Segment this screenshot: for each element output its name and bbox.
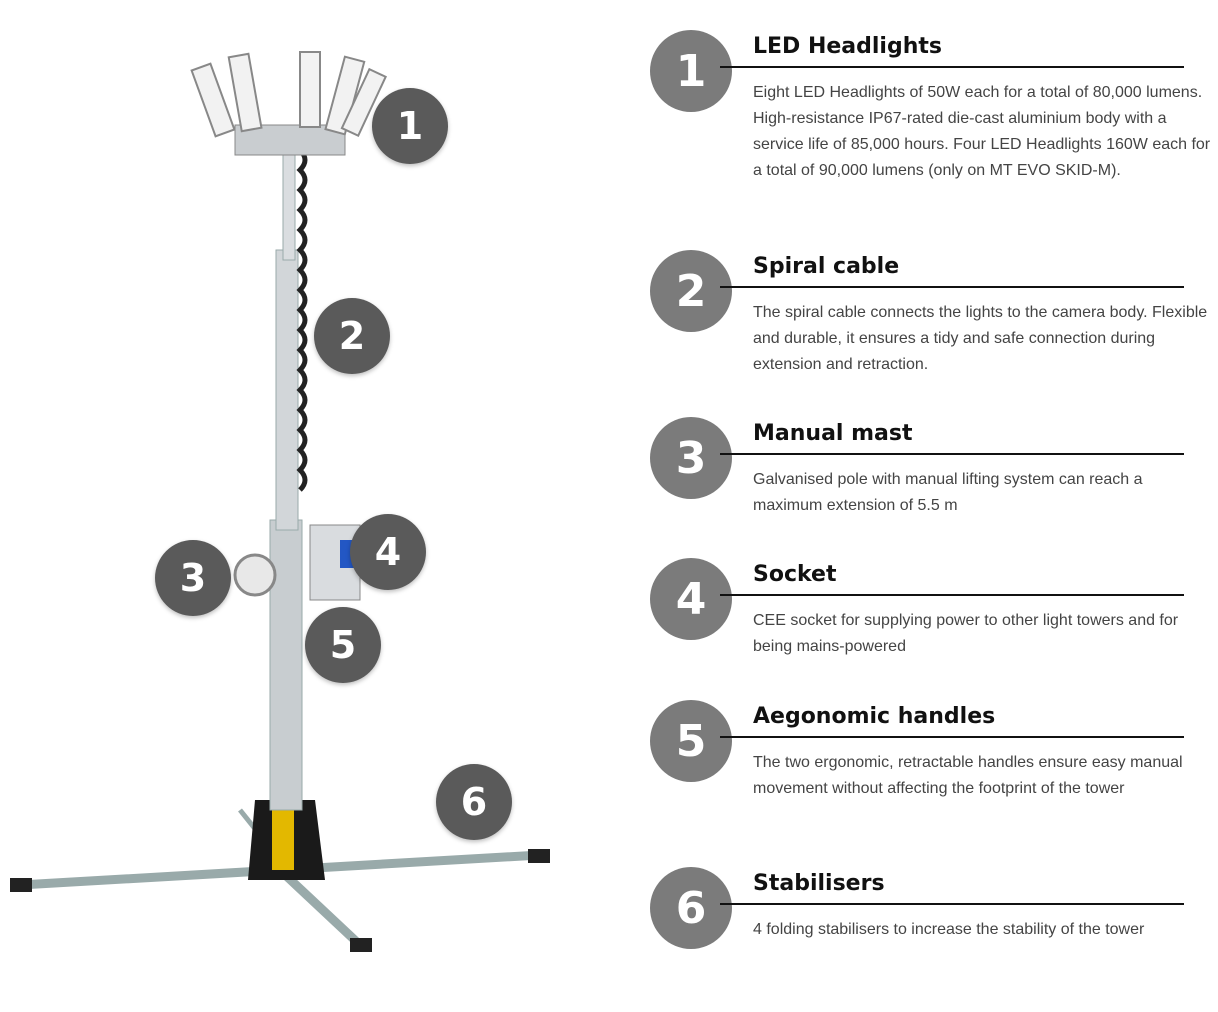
spiral-cable <box>296 148 308 492</box>
callout-pin-2: 2 <box>314 298 390 374</box>
winch <box>233 553 277 597</box>
divider <box>720 736 1184 738</box>
divider <box>720 66 1184 68</box>
led-headlights <box>190 51 388 138</box>
feature-number-badge: 5 <box>650 700 732 782</box>
feature-number-badge: 1 <box>650 30 732 112</box>
feature-title: Spiral cable <box>753 254 900 279</box>
divider <box>720 286 1184 288</box>
divider <box>720 594 1184 596</box>
divider <box>720 903 1184 905</box>
mast-lower <box>269 519 303 811</box>
feature-description: CEE socket for supplying power to other … <box>753 612 1179 655</box>
feature-number-badge: 6 <box>650 867 732 949</box>
feature-description: Galvanised pole with manual lifting syst… <box>753 471 1143 514</box>
feature-description: The two ergonomic, retractable handles e… <box>753 754 1183 797</box>
feature-description: Eight LED Headlights of 50W each for a t… <box>753 84 1211 179</box>
feature-title: Socket <box>753 562 837 587</box>
mast-middle <box>275 249 299 531</box>
mast-upper <box>282 139 296 261</box>
callout-pin-5: 5 <box>305 607 381 683</box>
callout-pin-1: 1 <box>372 88 448 164</box>
feature-title: LED Headlights <box>753 34 942 59</box>
feature-title: Stabilisers <box>753 871 885 896</box>
callout-pin-4: 4 <box>350 514 426 590</box>
callout-pin-3: 3 <box>155 540 231 616</box>
feature-description: 4 folding stabilisers to increase the st… <box>753 921 1145 938</box>
feature-title: Manual mast <box>753 421 913 446</box>
divider <box>720 453 1184 455</box>
feature-number-badge: 2 <box>650 250 732 332</box>
callout-pin-6: 6 <box>436 764 512 840</box>
feature-number-badge: 4 <box>650 558 732 640</box>
feature-description: The spiral cable connects the lights to … <box>753 304 1208 373</box>
light-tower-illustration <box>10 51 550 952</box>
feature-title: Aegonomic handles <box>753 704 996 729</box>
feature-number-badge: 3 <box>650 417 732 499</box>
